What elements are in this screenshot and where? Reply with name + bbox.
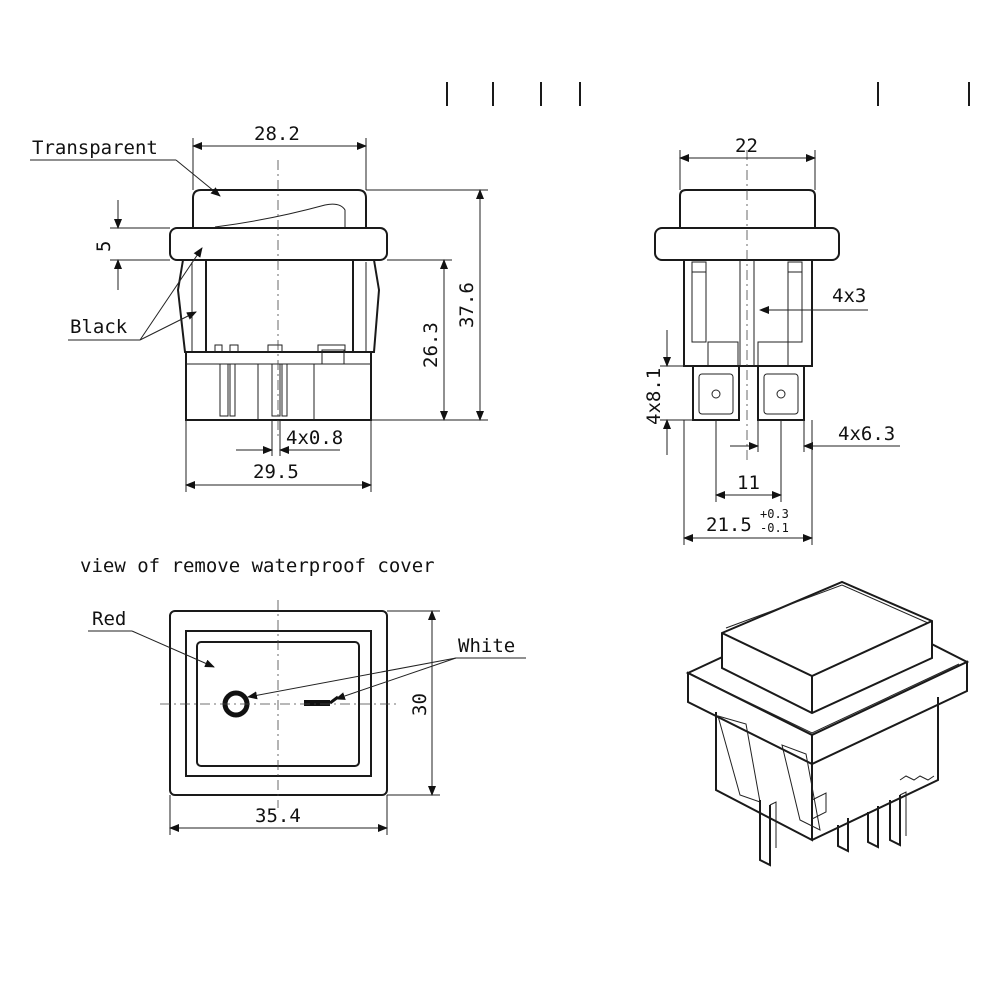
isometric-view [685, 580, 970, 867]
dim-front-pin-thickness: 4x0.8 [286, 427, 343, 449]
top-tick-marks [446, 82, 970, 106]
side-terminal-right [757, 365, 805, 421]
dim-top-width: 35.4 [255, 805, 301, 827]
top-outer-frame [169, 610, 388, 796]
dim-side-pin-width: 4x3 [832, 285, 866, 307]
side-view: 22 4x3 4x8.1 4x6.3 11 21.5 +0.3 -0.1 [643, 135, 900, 545]
dim-side-base-width: 21.5 [706, 514, 752, 536]
dim-side-pin-pitch: 11 [737, 472, 760, 494]
front-body [185, 351, 372, 421]
dim-side-terminal-height: 4x8.1 [643, 368, 665, 425]
dim-front-total-height: 37.6 [456, 282, 478, 328]
dim-side-top-width: 22 [735, 135, 758, 157]
dim-front-top-width: 28.2 [254, 123, 300, 145]
dim-front-cap-height: 5 [93, 241, 115, 252]
dim-top-height: 30 [409, 693, 431, 716]
front-view: 28.2 5 26.3 37.6 4x0.8 29.5 Transparent [30, 123, 488, 492]
dim-side-terminal-width: 4x6.3 [838, 423, 895, 445]
front-terminals [214, 344, 346, 417]
view-caption: view of remove waterproof cover [80, 555, 435, 577]
front-right-clip [352, 259, 381, 353]
side-body [683, 259, 813, 367]
label-white: White [458, 635, 515, 657]
dim-front-body-height: 26.3 [420, 322, 442, 368]
top-view: 30 35.4 Red White [88, 600, 526, 835]
front-bezel [169, 227, 388, 261]
side-cap [679, 189, 816, 228]
dim-front-bottom-width: 29.5 [253, 461, 299, 483]
front-transparent-cap [192, 189, 367, 228]
dim-side-tol-lower: -0.1 [760, 521, 789, 535]
dim-side-tol-upper: +0.3 [760, 507, 789, 521]
top-inner-frame [185, 630, 372, 777]
label-red: Red [92, 608, 126, 630]
power-off-symbol [304, 700, 330, 706]
label-transparent: Transparent [32, 137, 158, 159]
label-black: Black [70, 316, 128, 338]
